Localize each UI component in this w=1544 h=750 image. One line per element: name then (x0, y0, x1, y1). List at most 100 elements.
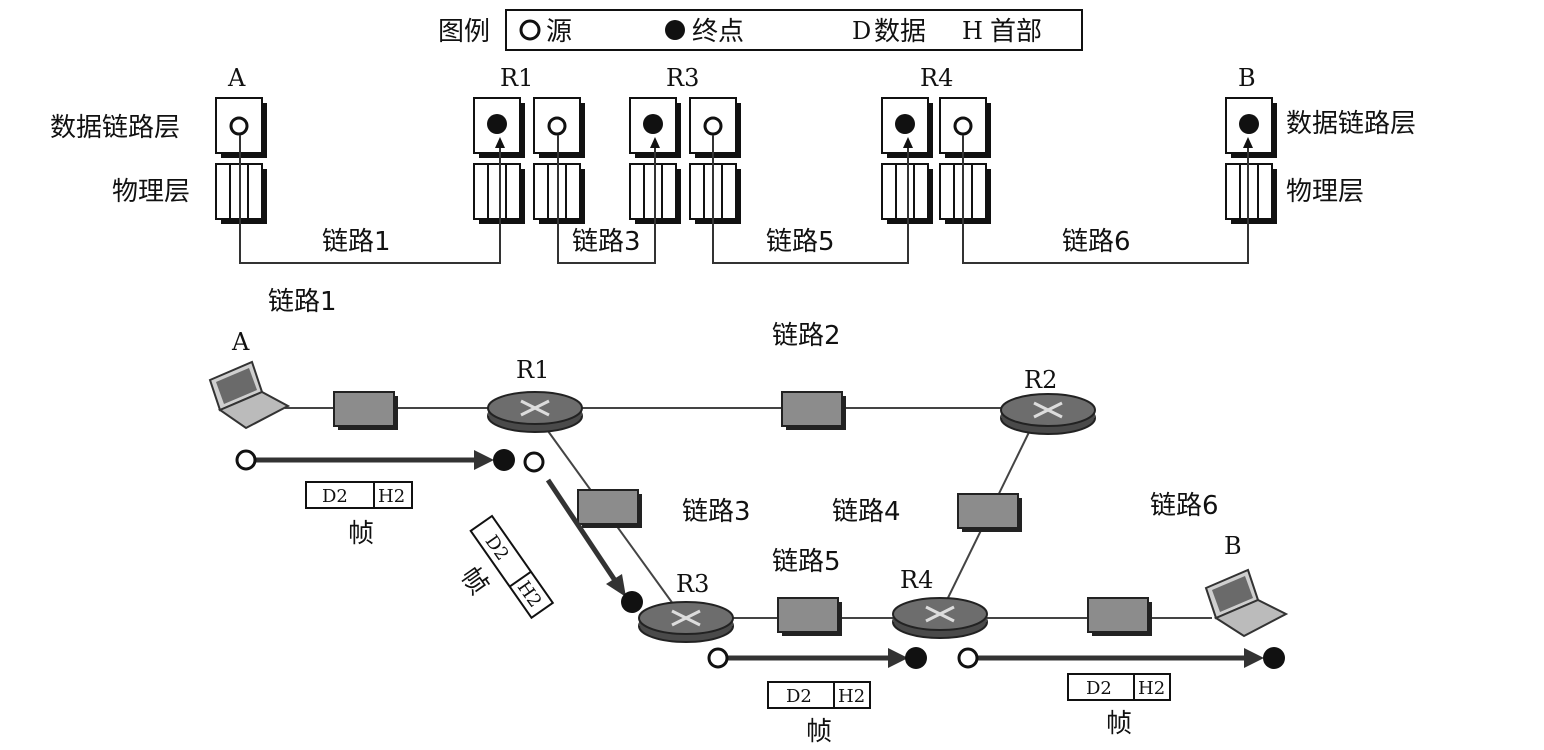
stack-r4-out (939, 97, 991, 224)
top-wire-link5 (712, 135, 909, 264)
stack-a (215, 97, 267, 224)
arrowhead-b (1243, 137, 1253, 148)
top-wire-link1 (239, 135, 501, 264)
frame-r3-r4: D2 H2 帧 (767, 681, 871, 747)
physical-layer-box (881, 163, 929, 220)
link3-segment (577, 489, 642, 528)
net-host-a-label: A (231, 328, 250, 356)
source-marker (953, 116, 973, 136)
physical-layer-box (473, 163, 521, 220)
frame-header: H2 (838, 686, 865, 707)
stack-r1-out (533, 97, 585, 224)
destination-marker (643, 114, 663, 134)
stack-r3-out (689, 97, 741, 224)
router-r2-icon (1000, 393, 1096, 435)
legend-data-label: 数据 (874, 17, 926, 47)
net-link2-label: 链路2 (772, 321, 841, 351)
laptop-b-icon (1204, 568, 1289, 638)
destination-marker (905, 647, 927, 669)
stack-r1-in (473, 97, 525, 224)
legend-source-label: 源 (546, 17, 572, 47)
stack-b (1225, 97, 1277, 224)
stack-r3-in (629, 97, 681, 224)
frame-header: H2 (378, 486, 405, 507)
legend-destination-label: 终点 (692, 17, 744, 47)
frame-r1-r3: D2 H2 帧 (454, 514, 555, 620)
physical-layer-label-left: 物理层 (112, 177, 190, 207)
net-r2-label: R2 (1024, 366, 1057, 394)
arrowhead-r4 (903, 137, 913, 148)
top-node-r3: R3 (666, 64, 699, 92)
top-link1-label: 链路1 (322, 227, 391, 257)
legend-data-key: D (852, 17, 871, 45)
top-link5-label: 链路5 (766, 227, 835, 257)
link5-segment (777, 597, 842, 636)
router-r3-icon (638, 601, 734, 643)
source-marker (523, 451, 545, 473)
net-host-b-label: B (1224, 532, 1242, 560)
transfer-a-r1 (235, 449, 515, 471)
frame-data: D2 (1086, 678, 1112, 699)
arrowhead-r3 (650, 137, 660, 148)
legend: 图例 源 终点 D 数据 H 首部 (438, 9, 1083, 51)
destination-marker (493, 449, 515, 471)
router-r4-icon (892, 597, 988, 639)
laptop-a-icon (208, 360, 291, 430)
data-link-layer-label-right: 数据链路层 (1286, 109, 1416, 139)
destination-marker (1263, 647, 1285, 669)
legend-source-icon (519, 19, 541, 41)
net-link3-label: 链路3 (682, 497, 751, 527)
net-r3-label: R3 (676, 570, 709, 598)
frame-label: 帧 (348, 519, 374, 549)
net-link6-label: 链路6 (1150, 491, 1219, 521)
net-r4-label: R4 (900, 566, 933, 594)
transfer-r1-r3 (523, 451, 643, 613)
frame-label: 帧 (806, 717, 832, 747)
stack-r4-in (881, 97, 933, 224)
frame-header: H2 (1138, 678, 1165, 699)
destination-marker (895, 114, 915, 134)
link2-segment (781, 391, 846, 430)
legend-header-key: H (962, 17, 983, 45)
router-r1-icon (487, 391, 583, 433)
net-link1-label: 链路1 (268, 287, 337, 317)
top-wire-link6 (962, 135, 1249, 264)
physical-layer-label-right: 物理层 (1286, 177, 1364, 207)
transfer-r3-r4 (707, 647, 927, 669)
top-node-a: A (227, 64, 246, 92)
frame-a-r1: D2 H2 帧 (305, 481, 413, 549)
source-marker (703, 116, 723, 136)
source-marker (707, 647, 729, 669)
source-marker (235, 449, 257, 471)
legend-box (505, 9, 1083, 51)
legend-header-label: 首部 (990, 17, 1042, 47)
frame-r4-b: D2 H2 帧 (1067, 673, 1171, 739)
destination-marker (1239, 114, 1259, 134)
network: 链路1 链路2 链路3 链路4 链路5 链路6 A B R1 R2 R3 R4 (208, 287, 1289, 747)
arrowhead-r1 (495, 137, 505, 148)
top-link6-label: 链路6 (1062, 227, 1131, 257)
frame-label: 帧 (1106, 709, 1132, 739)
link1-segment (333, 391, 398, 430)
transfer-r4-b (957, 647, 1285, 669)
legend-title: 图例 (438, 17, 490, 47)
net-link4-label: 链路4 (832, 497, 901, 527)
top-node-b: B (1238, 64, 1256, 92)
frame-data: D2 (786, 686, 812, 707)
link6-segment (1087, 597, 1152, 636)
top-wire-link3 (557, 135, 656, 264)
destination-marker (621, 591, 643, 613)
top-link3-label: 链路3 (572, 227, 641, 257)
link4-segment (957, 493, 1022, 532)
destination-marker (487, 114, 507, 134)
net-link5-label: 链路5 (772, 547, 841, 577)
frame-data: D2 (322, 486, 348, 507)
source-marker (957, 647, 979, 669)
source-marker (547, 116, 567, 136)
layer-stacks: 数据链路层 物理层 数据链路层 物理层 A R1 R3 R4 B 链路1 链路3… (50, 64, 1416, 264)
top-node-r4: R4 (920, 64, 953, 92)
top-node-r1: R1 (500, 64, 533, 92)
frame-label: 帧 (454, 562, 493, 601)
